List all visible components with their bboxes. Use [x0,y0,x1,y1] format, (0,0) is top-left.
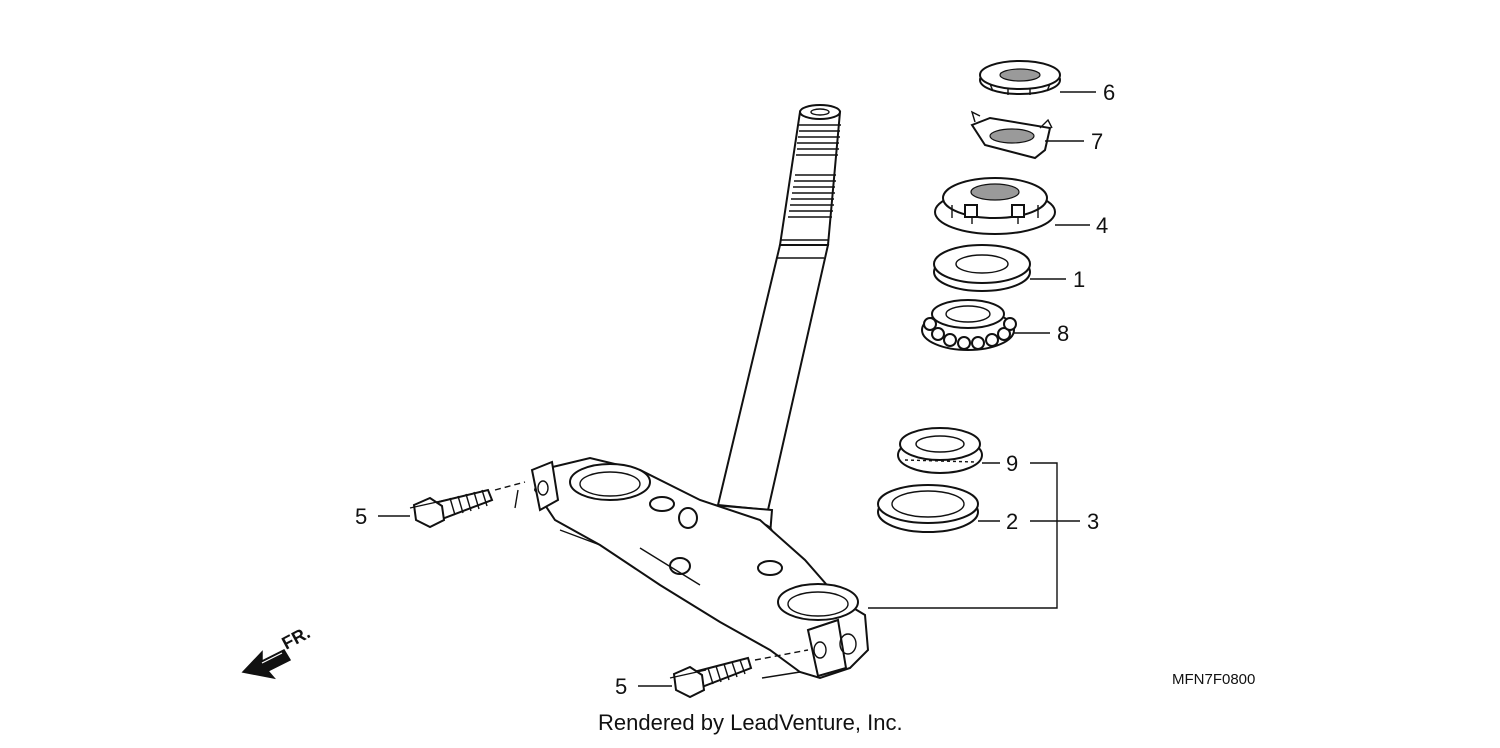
callout-7: 7 [1091,129,1103,154]
lower-ball-bearing[interactable] [897,427,983,474]
callout-6: 6 [1103,80,1115,105]
lower-dust-seal[interactable] [877,484,979,533]
callout-8: 8 [1057,321,1069,346]
callout-9: 9 [1006,451,1018,476]
lock-washer[interactable] [970,110,1053,160]
render-credit: Rendered by LeadVenture, Inc. [598,710,903,735]
steering-stem-shaft[interactable] [706,104,842,545]
callout-4: 4 [1096,213,1108,238]
steering-adjusting-nut[interactable] [934,177,1056,235]
callout-5-lower: 5 [615,674,627,699]
steering-stem-locknut[interactable] [979,60,1061,95]
front-direction-label: FR. [278,622,313,653]
callout-3: 3 [1087,509,1099,534]
upper-ball-bearing[interactable] [921,299,1017,351]
callout-5-upper: 5 [355,504,367,529]
lower-triple-clamp[interactable] [530,456,870,680]
flange-bolt-upper[interactable] [409,481,526,529]
dust-seal[interactable] [933,244,1031,292]
callout-1: 1 [1073,267,1085,292]
flange-bolt-lower[interactable] [669,649,809,699]
leader-lines [378,91,1096,687]
callout-2: 2 [1006,509,1018,534]
diagram-code: MFN7F0800 [1172,671,1255,688]
front-direction-arrow-icon [241,649,292,680]
